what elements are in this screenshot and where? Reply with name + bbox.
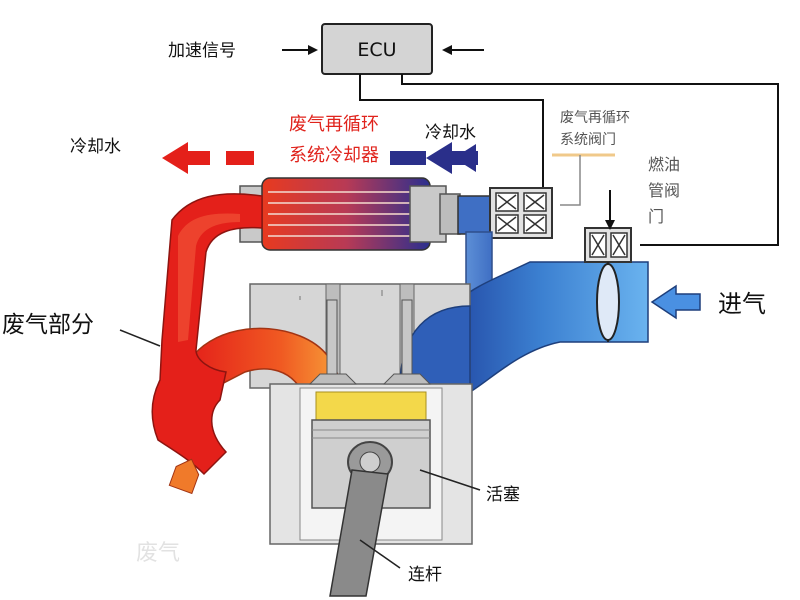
fuel-valve-label-1: 燃油 bbox=[648, 155, 680, 174]
fuel-valve-label-2: 管阀 bbox=[648, 181, 680, 200]
coolant-left-label: 冷却水 bbox=[70, 137, 121, 157]
intake-label: 进气 bbox=[718, 290, 766, 318]
egr-cooler bbox=[239, 177, 461, 251]
egr-valve-label-2: 系统阀门 bbox=[560, 132, 616, 148]
fuel-valve-label-3: 门 bbox=[648, 207, 664, 226]
coolant-inlet-arrow bbox=[390, 142, 478, 174]
egr-cooler-label-2: 系统冷却器 bbox=[289, 145, 379, 166]
piston-label: 活塞 bbox=[486, 485, 520, 505]
exhaust-manifold-shading bbox=[178, 213, 240, 342]
exhaust-part-leader bbox=[119, 329, 161, 347]
ecu-input-arrow-right bbox=[442, 45, 484, 55]
exhaust-valve bbox=[308, 299, 358, 385]
egr-valve bbox=[457, 187, 553, 239]
coolant-right-label: 冷却水 bbox=[425, 123, 476, 143]
connecting-rod-label: 连杆 bbox=[408, 565, 442, 585]
exhaust-part-label: 废气部分 bbox=[2, 312, 94, 338]
connecting-rod bbox=[329, 469, 389, 597]
fuel-valve-leader bbox=[605, 190, 615, 230]
exhaust-out-arrow bbox=[168, 458, 200, 495]
fuel-valve bbox=[584, 227, 632, 342]
ecu-box bbox=[321, 23, 433, 75]
ecu-signal-lines bbox=[359, 74, 779, 246]
bottom-fade-overlay bbox=[0, 538, 216, 594]
coolant-outlet-arrow bbox=[162, 142, 254, 174]
connecting-rod-leader bbox=[359, 539, 401, 569]
egr-valve-leader bbox=[552, 153, 615, 206]
accel-signal-arrow bbox=[282, 45, 318, 55]
piston-leader bbox=[419, 469, 481, 491]
egr-cooler-label-1: 废气再循环 bbox=[289, 114, 379, 135]
accel-signal-label: 加速信号 bbox=[168, 41, 236, 61]
ecu-label: ECU bbox=[357, 39, 396, 61]
intake-arrow bbox=[650, 284, 701, 320]
egr-valve-label-1: 废气再循环 bbox=[560, 110, 630, 126]
intake-valve bbox=[382, 299, 432, 385]
